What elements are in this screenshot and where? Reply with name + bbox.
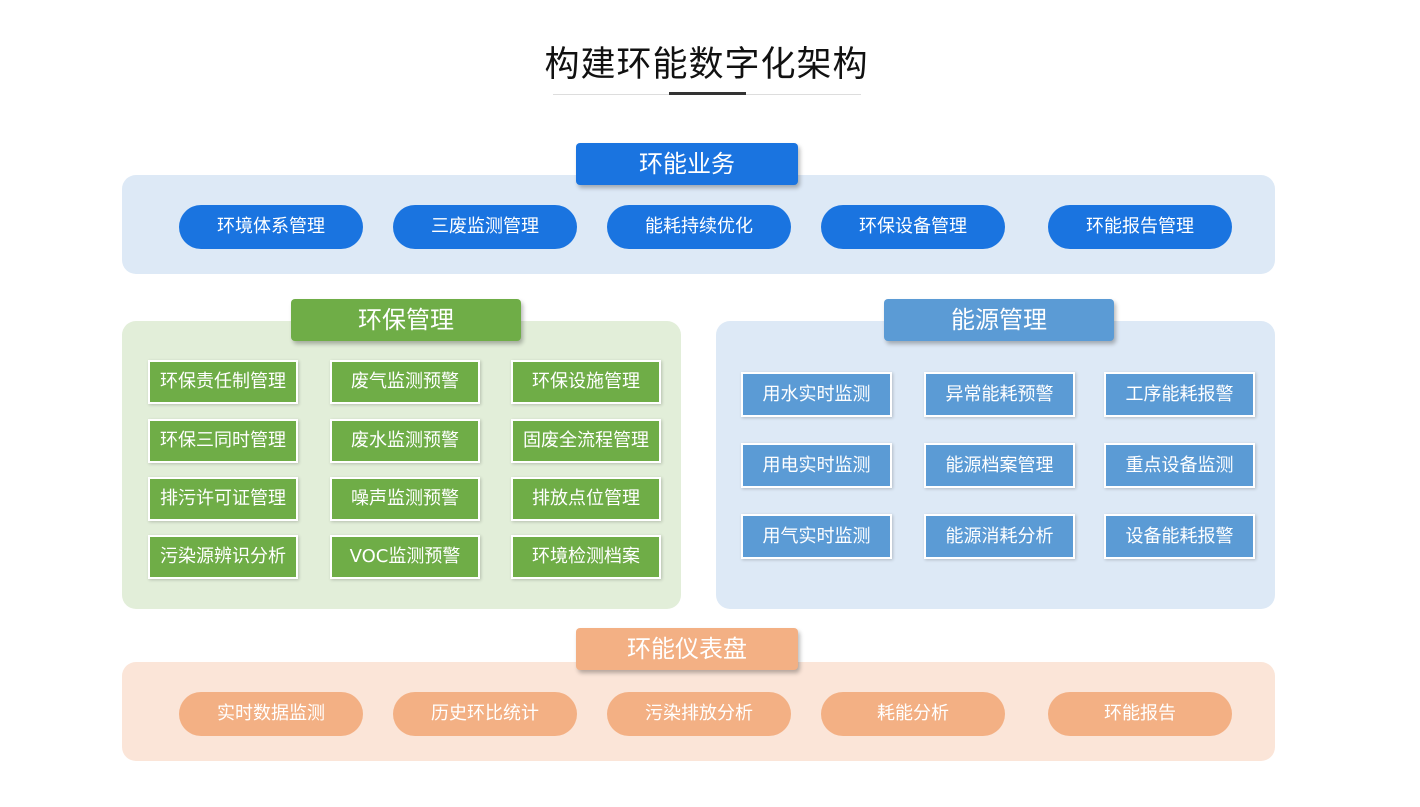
environment-item[interactable]: 排放点位管理 <box>511 477 661 521</box>
business-header: 环能业务 <box>576 143 798 185</box>
dashboard-item[interactable]: 实时数据监测 <box>179 692 363 736</box>
energy-header: 能源管理 <box>884 299 1114 341</box>
environment-header: 环保管理 <box>291 299 521 341</box>
dashboard-item[interactable]: 历史环比统计 <box>393 692 577 736</box>
dashboard-item[interactable]: 耗能分析 <box>821 692 1005 736</box>
energy-item[interactable]: 用电实时监测 <box>741 443 892 488</box>
energy-item[interactable]: 用气实时监测 <box>741 514 892 559</box>
environment-item[interactable]: 排污许可证管理 <box>148 477 298 521</box>
business-item[interactable]: 三废监测管理 <box>393 205 577 249</box>
environment-item[interactable]: 环境检测档案 <box>511 535 661 579</box>
environment-item[interactable]: 废气监测预警 <box>330 360 480 404</box>
environment-item[interactable]: VOC监测预警 <box>330 535 480 579</box>
environment-item[interactable]: 噪声监测预警 <box>330 477 480 521</box>
energy-item[interactable]: 设备能耗报警 <box>1104 514 1255 559</box>
environment-item[interactable]: 污染源辨识分析 <box>148 535 298 579</box>
energy-item[interactable]: 能源消耗分析 <box>924 514 1075 559</box>
environment-item[interactable]: 环保设施管理 <box>511 360 661 404</box>
business-item[interactable]: 环境体系管理 <box>179 205 363 249</box>
energy-item[interactable]: 工序能耗报警 <box>1104 372 1255 417</box>
environment-item[interactable]: 废水监测预警 <box>330 419 480 463</box>
environment-item[interactable]: 环保三同时管理 <box>148 419 298 463</box>
energy-item[interactable]: 重点设备监测 <box>1104 443 1255 488</box>
environment-item[interactable]: 固废全流程管理 <box>511 419 661 463</box>
dashboard-item[interactable]: 环能报告 <box>1048 692 1232 736</box>
environment-item[interactable]: 环保责任制管理 <box>148 360 298 404</box>
energy-item[interactable]: 用水实时监测 <box>741 372 892 417</box>
page-title: 构建环能数字化架构 <box>544 45 869 85</box>
dashboard-item[interactable]: 污染排放分析 <box>607 692 791 736</box>
business-item[interactable]: 环能报告管理 <box>1048 205 1232 249</box>
title-accent-bar <box>669 92 746 95</box>
business-item[interactable]: 能耗持续优化 <box>607 205 791 249</box>
energy-item[interactable]: 异常能耗预警 <box>924 372 1075 417</box>
energy-item[interactable]: 能源档案管理 <box>924 443 1075 488</box>
dashboard-header: 环能仪表盘 <box>576 628 798 670</box>
business-item[interactable]: 环保设备管理 <box>821 205 1005 249</box>
